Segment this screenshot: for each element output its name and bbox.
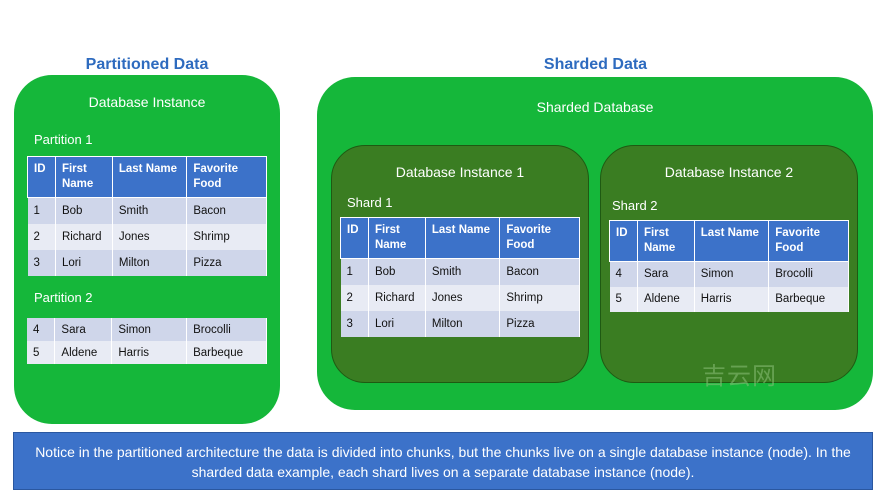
cell-last-name: Jones [112, 223, 188, 250]
partition-2-label: Partition 2 [34, 290, 93, 305]
cell-id: 2 [27, 223, 56, 250]
partition-2-table: 4 Sara Simon Brocolli 5 Aldene Harris Ba… [27, 318, 267, 364]
cell-favorite-food: Shrimp [186, 223, 267, 250]
cell-favorite-food: Barbeque [186, 341, 267, 364]
header-favorite-food: Favorite Food [186, 156, 267, 198]
cell-id: 3 [340, 310, 369, 337]
cell-first-name: Sara [54, 318, 113, 341]
partitioned-data-title: Partitioned Data [85, 56, 209, 73]
database-instance-1: Database Instance 1 Shard 1 ID First Nam… [331, 145, 589, 383]
shard-2-table: ID First Name Last Name Favorite Food 4 … [609, 220, 849, 312]
table-row: 5 Aldene Harris Barbeque [27, 341, 267, 364]
cell-last-name: Simon [694, 261, 770, 287]
cell-last-name: Milton [425, 310, 501, 337]
header-first-name: First Name [367, 217, 426, 259]
cell-favorite-food: Shrimp [499, 284, 580, 311]
cell-favorite-food: Brocolli [186, 318, 267, 341]
sharded-data-title: Sharded Data [543, 56, 648, 73]
table-row: 4 Sara Simon Brocolli [27, 318, 267, 341]
cell-favorite-food: Barbeque [768, 286, 849, 312]
cell-favorite-food: Bacon [499, 258, 580, 285]
cell-favorite-food: Pizza [186, 249, 267, 276]
partition-1-table: ID First Name Last Name Favorite Food 1 … [27, 156, 267, 276]
partition-1-label: Partition 1 [34, 132, 93, 147]
table-row: 2 Richard Jones Shrimp [340, 284, 580, 311]
shard-2-label: Shard 2 [612, 198, 658, 213]
database-instance-2: Database Instance 2 Shard 2 ID First Nam… [600, 145, 858, 383]
header-last-name: Last Name [424, 217, 501, 259]
cell-id: 4 [27, 318, 56, 341]
header-first-name: First Name [54, 156, 113, 198]
cell-last-name: Harris [111, 341, 188, 364]
cell-first-name: Richard [368, 284, 426, 311]
table-header-row: ID First Name Last Name Favorite Food [27, 156, 267, 198]
cell-id: 5 [27, 341, 56, 364]
cell-id: 4 [609, 261, 638, 287]
table-row: 3 Lori Milton Pizza [340, 310, 580, 337]
table-row: 3 Lori Milton Pizza [27, 249, 267, 276]
table-row: 1 Bob Smith Bacon [340, 258, 580, 285]
cell-id: 5 [609, 286, 638, 312]
cell-last-name: Harris [694, 286, 770, 312]
cell-id: 1 [27, 197, 56, 224]
watermark: 吉云网 [702, 363, 777, 390]
shard-1-label: Shard 1 [347, 195, 393, 210]
cell-first-name: Richard [55, 223, 113, 250]
cell-last-name: Simon [111, 318, 188, 341]
cell-first-name: Aldene [54, 341, 113, 364]
header-id: ID [609, 220, 638, 262]
partitioned-instance-heading: Database Instance [88, 94, 206, 110]
header-first-name: First Name [636, 220, 695, 262]
cell-first-name: Lori [368, 310, 426, 337]
cell-last-name: Smith [112, 197, 188, 224]
cell-first-name: Bob [55, 197, 113, 224]
cell-id: 1 [340, 258, 369, 285]
cell-first-name: Lori [55, 249, 113, 276]
cell-favorite-food: Bacon [186, 197, 267, 224]
cell-first-name: Sara [637, 261, 695, 287]
header-id: ID [27, 156, 56, 198]
table-row: 5 Aldene Harris Barbeque [609, 286, 849, 312]
table-row: 4 Sara Simon Brocolli [609, 261, 849, 287]
cell-first-name: Bob [368, 258, 426, 285]
cell-last-name: Jones [425, 284, 501, 311]
header-favorite-food: Favorite Food [499, 217, 580, 259]
header-last-name: Last Name [111, 156, 188, 198]
partitioned-database-instance: Database Instance Partition 1 ID First N… [14, 75, 280, 424]
table-row: 1 Bob Smith Bacon [27, 197, 267, 224]
table-row: 2 Richard Jones Shrimp [27, 223, 267, 250]
sharded-database: Sharded Database Database Instance 1 Sha… [317, 77, 873, 410]
sharded-database-heading: Sharded Database [536, 99, 654, 115]
explanation-note: Notice in the partitioned architecture t… [13, 432, 873, 490]
cell-favorite-food: Pizza [499, 310, 580, 337]
instance-1-heading: Database Instance 1 [395, 164, 525, 180]
instance-2-heading: Database Instance 2 [664, 164, 794, 180]
header-last-name: Last Name [693, 220, 770, 262]
cell-last-name: Smith [425, 258, 501, 285]
header-favorite-food: Favorite Food [768, 220, 849, 262]
cell-first-name: Aldene [637, 286, 695, 312]
cell-favorite-food: Brocolli [768, 261, 849, 287]
table-header-row: ID First Name Last Name Favorite Food [340, 217, 580, 259]
shard-1-table: ID First Name Last Name Favorite Food 1 … [340, 217, 580, 337]
table-header-row: ID First Name Last Name Favorite Food [609, 220, 849, 262]
cell-last-name: Milton [112, 249, 188, 276]
cell-id: 3 [27, 249, 56, 276]
header-id: ID [340, 217, 369, 259]
cell-id: 2 [340, 284, 369, 311]
